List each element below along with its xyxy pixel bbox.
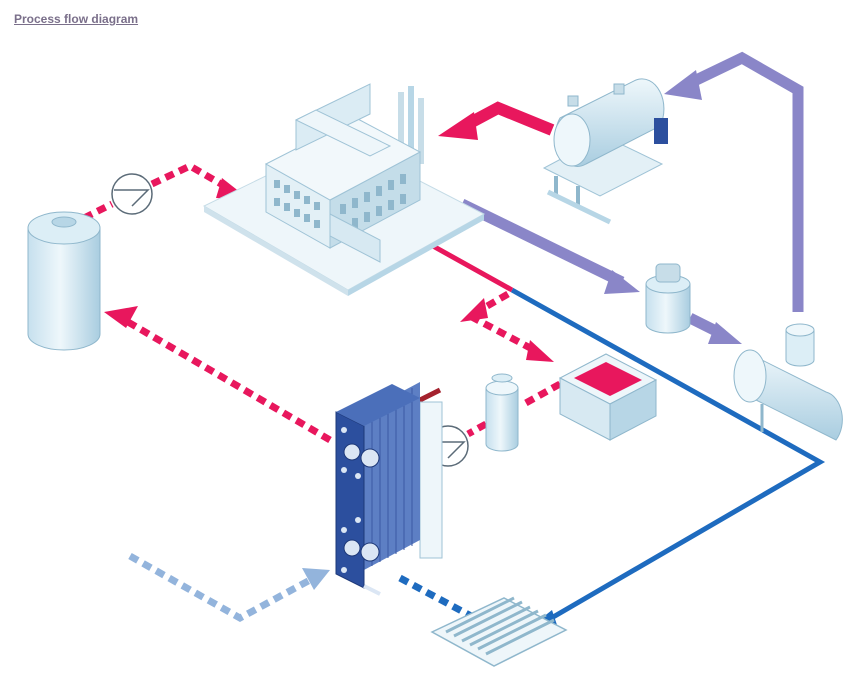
floor-drain <box>430 596 568 667</box>
steam-trap-outlet-arrowhead <box>708 322 742 344</box>
tray-to-exchanger-dashed-line <box>466 380 562 438</box>
condensate-to-tray-dashed-line <box>462 290 536 354</box>
steam-return-arrowhead <box>664 70 702 100</box>
cooling-water-line <box>510 287 826 623</box>
steam-supply-arrowhead <box>604 270 640 294</box>
filter-housing <box>485 373 519 452</box>
steam-boiler <box>542 78 668 225</box>
steam-trap <box>645 263 691 334</box>
condensate-tray <box>558 353 658 441</box>
cold-feed-dashed-line <box>128 552 312 622</box>
cold-feed-arrowhead <box>302 568 330 590</box>
condensate-tray-arrowhead-2 <box>526 340 554 362</box>
storage-tank <box>27 211 101 351</box>
steam-supply-line <box>459 199 625 287</box>
steam-return-line <box>687 51 804 312</box>
boiler-to-plant-arrowhead <box>438 112 478 140</box>
exchanger-to-tank-arrowhead <box>104 306 138 328</box>
exchanger-to-tank-dashed-line <box>126 318 332 444</box>
diagram-title-link[interactable]: Process flow diagram <box>14 12 139 26</box>
process-plant <box>202 83 486 296</box>
boiler-to-plant-line <box>465 101 555 136</box>
feed-pump-symbol <box>111 173 153 215</box>
flash-tank <box>733 323 843 441</box>
plate-heat-exchanger <box>335 382 443 596</box>
tank-to-plant-dashed-line <box>82 162 230 222</box>
condensate-tray-arrowhead-1 <box>460 298 488 322</box>
